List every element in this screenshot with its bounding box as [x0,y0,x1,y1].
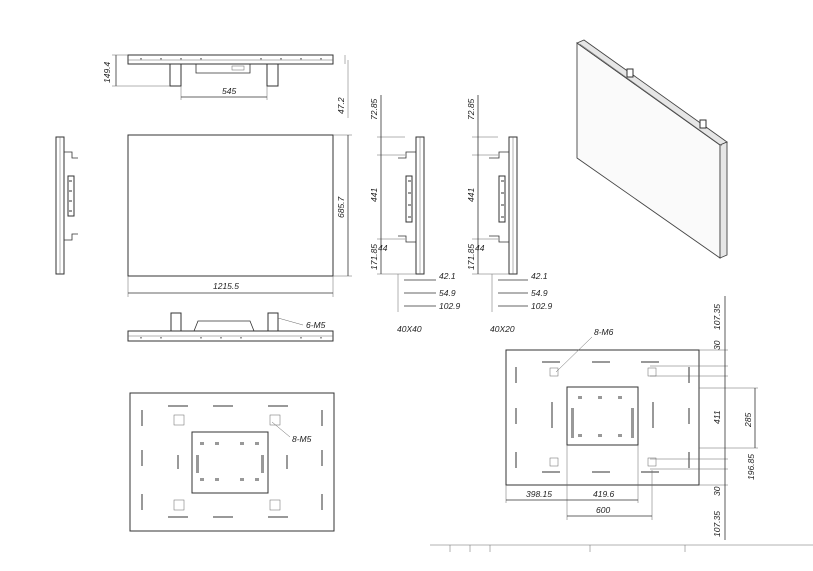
bracket-b-dim-middle: 441 [466,188,476,202]
detail-v-196: 196.85 [746,454,756,480]
isometric-view [576,39,728,259]
bracket-b-d2: 54.9 [531,288,548,298]
detail-v-top: 107.35 [712,304,722,330]
top-view: 149.4 545 [102,54,346,100]
detail-v-411: 411 [712,410,722,424]
detail-h-419: 419.6 [593,489,615,499]
bracket-b-label: 40X20 [490,324,515,334]
label-side-screws: 6-M5 [306,320,326,330]
front-view: 685.7 47.2 1215.5 [127,60,352,297]
bracket-a-dim-top: 72.85 [369,98,379,120]
bracket-view-40x40: 72.85 441 171.85 44 42.1 54.9 102.9 40X4… [369,95,461,334]
bracket-b-dim-offset: 44 [475,243,485,253]
dim-top-depth: 149.4 [102,61,112,83]
bracket-b-d3: 102.9 [531,301,553,311]
back-view: 8-M5 [129,392,335,532]
detail-v-30-top: 30 [712,340,722,350]
bottom-view: 6-M5 [127,312,334,342]
detail-back-view: 8-M6 107.35 30 411 285 196.85 30 107.35 … [505,296,758,540]
bracket-b-dim-top: 72.85 [466,98,476,120]
bracket-a-dim-bottom: 171.85 [369,244,379,270]
bracket-a-d3: 102.9 [439,301,461,311]
dim-front-height: 685.7 [336,196,346,218]
dim-front-width: 1215.5 [213,281,239,291]
bracket-a-label: 40X40 [397,324,422,334]
bracket-a-dim-middle: 441 [369,188,379,202]
left-side-view [55,136,78,275]
title-block-fragment [430,544,813,552]
bracket-a-d2: 54.9 [439,288,456,298]
detail-v-bottom: 107.35 [712,511,722,537]
detail-h-398: 398.15 [526,489,552,499]
bracket-view-40x20: 72.85 441 171.85 44 42.1 54.9 102.9 40X2… [466,95,553,334]
bracket-b-dim-bottom: 171.85 [466,244,476,270]
bracket-a-dim-offset: 44 [378,243,388,253]
label-detail-screws: 8-M6 [594,327,614,337]
bracket-a-d1: 42.1 [439,271,456,281]
detail-v-30-bottom: 30 [712,486,722,496]
dim-front-depth: 47.2 [336,97,346,114]
detail-v-285: 285 [743,413,753,428]
bracket-b-d1: 42.1 [531,271,548,281]
detail-h-600: 600 [596,505,610,515]
dim-top-bracket-width: 545 [222,86,236,96]
label-back-screws: 8-M5 [292,434,312,444]
